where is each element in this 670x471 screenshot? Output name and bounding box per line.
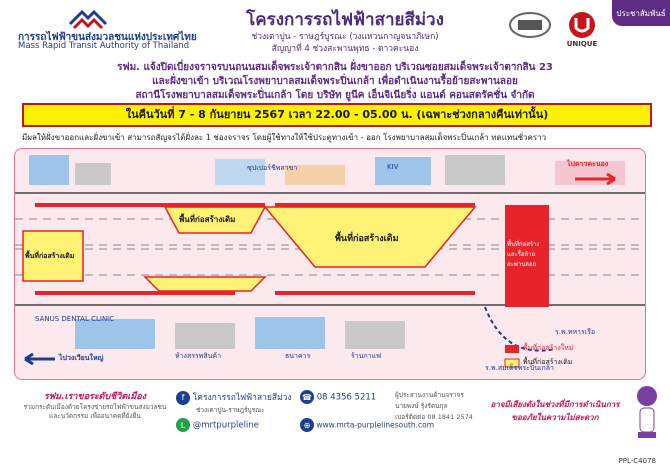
label-navy-road: ร.พ.ทหารเรือ <box>555 328 596 336</box>
announcement-line-3: สถานีโรงพยาบาลสมเด็จพระปิ่นเกล้า โดย บริ… <box>135 90 535 101</box>
old-construction-zone-2 <box>263 206 477 268</box>
label-sanus: SANUS DENTAL CLINIC <box>35 315 115 323</box>
barrier-bottom-left <box>35 291 235 295</box>
traffic-coordinator-title: ผู้ประสานงานด้านจราจร <box>395 391 464 399</box>
phone-icon: ☎ <box>300 390 314 404</box>
old-construction-zone-1 <box>163 206 267 234</box>
unique-logo <box>566 10 598 50</box>
apology-line-1: อาจมีเสียงดังในช่วงที่มีการดำเนินการ <box>490 400 620 409</box>
barrier-top-left <box>35 203 265 207</box>
building-bottom-3 <box>255 317 325 349</box>
org-name-english: Mass Rapid Transit Authority of Thailand <box>18 41 190 51</box>
footer <box>0 386 670 471</box>
line-id: @mrtpurpleline <box>192 420 259 431</box>
old-construction-zone-3 <box>143 276 267 292</box>
legend-new-label: พื้นที่ก่อสร้างใหม่ <box>523 344 574 352</box>
mrta-logo <box>8 6 158 48</box>
document-code: PPL-C4078 <box>618 457 656 465</box>
line-icon: L <box>176 418 190 432</box>
mrta-badge-logo <box>508 10 552 40</box>
building-top-2 <box>75 163 111 185</box>
phone-number: 08 4356 5211 <box>316 392 377 403</box>
building-top-6 <box>445 155 505 185</box>
hospital-route <box>484 306 556 352</box>
facebook-contact[interactable]: f โครงการรถไฟฟ้าสายสีม่วง <box>176 390 292 405</box>
legend-old-label: พื้นที่ก่อสร้างเดิม <box>523 358 573 366</box>
facebook-icon: f <box>176 390 190 405</box>
announcement-line-1: รฟม. แจ้งปิดเบี่ยงจราจรบนถนนสมเด็จพระเจ้… <box>117 62 553 73</box>
label-to-dao-khanong: ไปดาวคะนอง <box>567 160 609 168</box>
facebook-label: โครงการรถไฟฟ้าสายสีม่วง <box>192 393 292 403</box>
label-to-wongwian-yai: ไปวงเวียนใหญ่ <box>59 354 104 362</box>
apology-text: อาจมีเสียงดังในช่วงที่มีการดำเนินการ ขออ… <box>480 398 630 424</box>
traffic-coordinator-phone: เบอร์ติดต่อ 08 1841 2574 <box>395 413 473 421</box>
website-contact[interactable]: ⊕ www.mrta-purplelinesouth.com <box>300 418 434 432</box>
footer-slogan: รฟม.เราขอระดับชีวิตเมือง <box>43 392 147 402</box>
barrier-bottom-middle <box>275 291 475 295</box>
mascot-icon <box>632 384 662 444</box>
date-banner: ในคืนวันที่ 7 - 8 กันยายน 2567 เวลา 22.0… <box>22 103 652 127</box>
apology-line-2: ขออภัยในความไม่สะดวก <box>511 413 599 422</box>
label-kiv: KIV <box>387 163 399 171</box>
label-hospital: ร.พ.สมเด็จพระปิ่นเกล้า <box>485 364 554 372</box>
pr-corner-tag: ประชาสัมพันธ์ <box>612 0 670 26</box>
label-bank: ธนาคาร <box>285 352 311 360</box>
facebook-sub: ช่วงเตาปูน-ราษฎร์บูรณะ <box>196 406 265 414</box>
legend-new-swatch <box>505 345 519 353</box>
project-title: โครงการรถไฟฟ้าสายสีม่วง <box>246 10 444 30</box>
website-url: www.mrta-purplelinesouth.com <box>316 420 435 430</box>
traffic-note: มีผลให้ฝั่งขาออกและฝั่งขาเข้า สามารถสัญจ… <box>22 133 547 142</box>
building-top-left <box>29 155 69 185</box>
label-supercheap: ซุปเปอร์ชีพสาขา <box>247 164 298 172</box>
old-construction-zone-left <box>22 230 84 282</box>
new-construction-zone <box>505 205 549 307</box>
project-subtitle: ช่วงเตาปูน - ราษฎร์บูรณะ (วงแหวนกาญจนาภิ… <box>251 32 439 42</box>
footer-slogan-sub1: ร่วมกระดับเมืองด้วยโครงข่ายรถไฟฟ้าขนส่งม… <box>23 403 167 411</box>
label-cafe: ร้านกาแฟ <box>351 352 382 360</box>
header <box>0 0 670 58</box>
label-bridge-area: พื้นที่ก่อสร้าง และรื้อย้าย สะพานลอย <box>507 241 540 268</box>
web-icon: ⊕ <box>300 418 314 432</box>
org-name-thai: การรถไฟฟ้าขนส่งมวลชนแห่งประเทศไทย <box>18 32 197 43</box>
label-construction-2: พื้นที่ก่อสร้างเดิม <box>335 234 399 244</box>
label-construction-left: พื้นที่ก่อสร้างเดิม <box>25 252 75 260</box>
building-top-4 <box>285 165 345 185</box>
phone-contact[interactable]: ☎ 08 4356 5211 <box>300 390 376 404</box>
building-bottom-2 <box>175 323 235 349</box>
label-construction-1: พื้นที่ก่อสร้างเดิม <box>179 215 236 224</box>
building-top-3 <box>215 159 265 185</box>
building-top-5 <box>375 157 431 185</box>
footer-slogan-sub2: และนวัตกรรม เพื่ออนาคตที่ยั่งยืน <box>49 412 141 420</box>
building-bottom-4 <box>345 321 405 349</box>
traffic-diagram: ไปดาวคะนอง ไปวงเวียนใหญ่ พื้นที่ก่อสร้าง… <box>14 148 646 380</box>
announcement-line-2: และฝั่งขาเข้า บริเวณโรงพยาบาลสมเด็จพระปิ… <box>152 76 518 87</box>
building-bottom-1 <box>75 319 155 349</box>
label-department: ห้างสรรพสินค้า <box>175 352 222 360</box>
unique-logo-text: UNIQUE <box>566 40 598 48</box>
barrier-top-middle <box>275 203 475 207</box>
traffic-coordinator-name: นายพงษ์ รุ้งรัตนกุล <box>395 402 448 410</box>
line-contact[interactable]: L @mrtpurpleline <box>176 418 259 432</box>
project-contract: สัญญาที่ 4 ช่วงสะพานพุทธ - ดาวคะนอง <box>271 44 419 54</box>
legend-old-swatch <box>504 358 520 368</box>
